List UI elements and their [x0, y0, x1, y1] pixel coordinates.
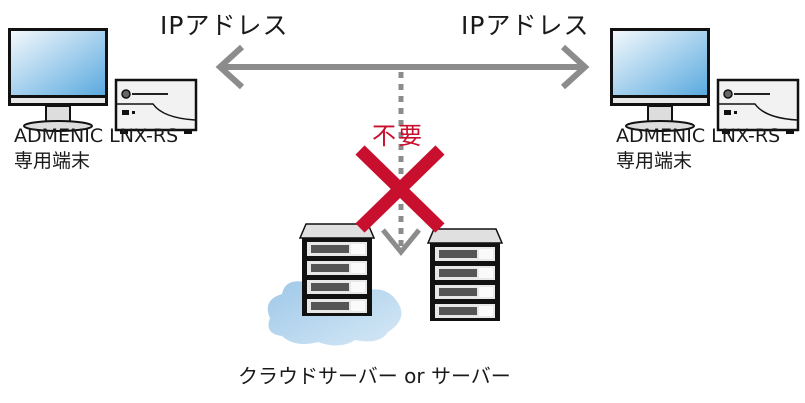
- server-icon: [427, 228, 503, 322]
- not-required-label: 不要: [372, 122, 424, 150]
- cloud-server-icon: [299, 223, 375, 317]
- left-device-name: ADMENIC LNX-RS: [14, 125, 179, 147]
- right-device-label: ADMENIC LNX-RS 専用端末: [616, 124, 780, 174]
- right-terminal-icon: [608, 26, 800, 136]
- right-device-type: 専用端末: [616, 150, 693, 172]
- left-device-label: ADMENIC LNX-RS 専用端末: [14, 124, 178, 174]
- left-terminal-icon: [6, 26, 198, 136]
- right-device-name: ADMENIC LNX-RS: [616, 125, 781, 147]
- not-required-cross-icon: [355, 145, 445, 233]
- ip-connection-arrow: [215, 44, 590, 90]
- right-ip-label: IPアドレス: [461, 11, 590, 40]
- left-ip-label: IPアドレス: [160, 11, 289, 40]
- server-label: クラウドサーバー or サーバー: [238, 364, 511, 388]
- down-arrow-head: [381, 228, 421, 256]
- left-device-type: 専用端末: [14, 150, 91, 172]
